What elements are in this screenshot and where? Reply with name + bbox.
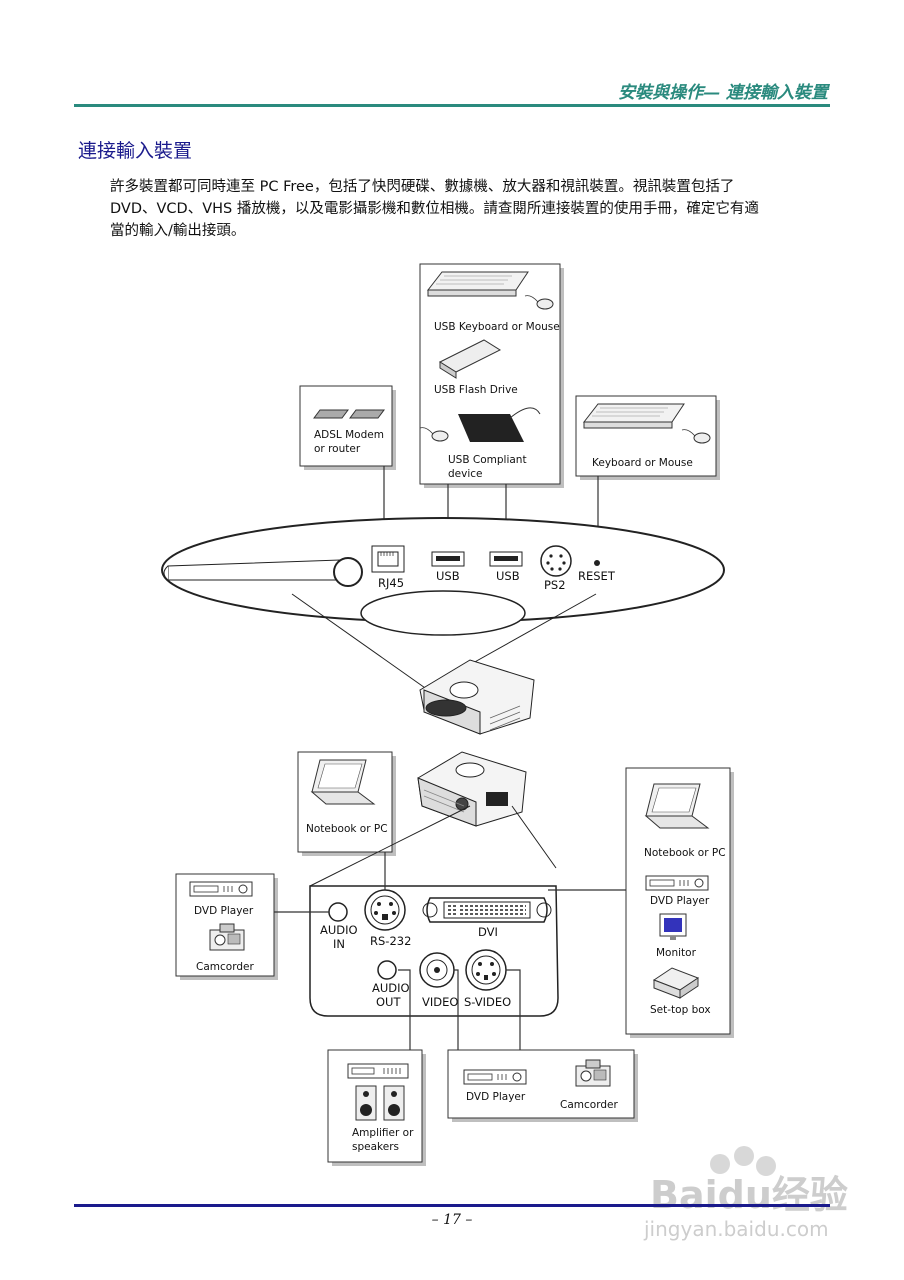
rs232-port xyxy=(365,890,405,930)
right-monitor-label: Monitor xyxy=(656,947,697,959)
watermark-brand: Baidu经验 xyxy=(650,1173,848,1217)
rs232-label: RS-232 xyxy=(370,934,411,948)
audio-out-label-1: AUDIO xyxy=(372,981,410,995)
rj45-port xyxy=(372,546,404,572)
audio-in-label-2: IN xyxy=(333,937,345,951)
adsl-label-2: or router xyxy=(314,443,361,455)
notebook-box-left: Notebook or PC xyxy=(298,752,396,856)
amplifier-label-2: speakers xyxy=(352,1141,399,1153)
amplifier-box: Amplifier or speakers xyxy=(328,1050,426,1166)
dvi-port xyxy=(423,898,551,922)
usb-compliant-label-1: USB Compliant xyxy=(448,454,527,466)
usb-devices-box: USB Keyboard or Mouse USB Flash Drive US… xyxy=(420,264,564,488)
usb-compliant-label-2: device xyxy=(448,468,483,480)
projector-top-panel: RJ45 USB USB PS2 RESET xyxy=(162,518,724,635)
amplifier-label-1: Amplifier or xyxy=(352,1127,414,1139)
monitor-icon xyxy=(660,914,686,940)
amplifier-icon xyxy=(348,1064,408,1078)
ps2-label: PS2 xyxy=(544,578,566,592)
audio-in-label-1: AUDIO xyxy=(320,923,358,937)
svideo-port xyxy=(466,950,506,990)
reset-button xyxy=(594,560,600,566)
keyboard-icon xyxy=(584,404,684,428)
right-settop-label: Set-top box xyxy=(650,1004,711,1016)
left-camcorder-label: Camcorder xyxy=(196,961,254,973)
video-devices-box: DVD Player Camcorder xyxy=(448,1050,638,1122)
dvd-player-icon xyxy=(190,882,252,896)
ps2-keyboard-box: Keyboard or Mouse xyxy=(576,396,720,480)
footer-rule xyxy=(74,1204,830,1207)
dvi-label: DVI xyxy=(478,925,498,939)
audio-out-port xyxy=(378,961,396,979)
video-port xyxy=(420,953,454,987)
reset-label: RESET xyxy=(578,569,616,583)
notebook-left-label: Notebook or PC xyxy=(306,823,388,835)
audio-in-port xyxy=(329,903,347,921)
svideo-label: S-VIDEO xyxy=(464,995,511,1009)
adsl-label-1: ADSL Modem xyxy=(314,429,384,441)
video-label: VIDEO xyxy=(422,995,458,1009)
dvd-camcorder-box-left: DVD Player Camcorder xyxy=(176,874,278,980)
projector-image-top xyxy=(420,660,534,734)
dvd-player-icon xyxy=(464,1070,526,1084)
usb-port-2 xyxy=(490,552,522,566)
right-notebook-label: Notebook or PC xyxy=(644,847,726,859)
keyboard-icon xyxy=(428,272,528,296)
projector-image-bottom xyxy=(418,752,526,826)
adsl-modem-box: ADSL Modem or router xyxy=(300,386,396,470)
right-dvd-label: DVD Player xyxy=(650,895,710,907)
usb-keyboard-label: USB Keyboard or Mouse xyxy=(434,321,560,333)
audio-out-label-2: OUT xyxy=(376,995,401,1009)
video-dvd-label: DVD Player xyxy=(466,1091,526,1103)
right-devices-box: Notebook or PC DVD Player Monitor Set-to… xyxy=(626,768,734,1038)
ps2-port xyxy=(541,546,571,576)
dvd-player-icon xyxy=(646,876,708,890)
page-number: – 17 – xyxy=(0,1212,904,1228)
usb-port-1-label: USB xyxy=(436,569,460,583)
usb-flash-label: USB Flash Drive xyxy=(434,384,518,396)
rj45-label: RJ45 xyxy=(378,576,404,590)
usb-port-1 xyxy=(432,552,464,566)
ps2-keyboard-label: Keyboard or Mouse xyxy=(592,457,693,469)
left-dvd-label: DVD Player xyxy=(194,905,254,917)
usb-port-2-label: USB xyxy=(496,569,520,583)
video-camcorder-label: Camcorder xyxy=(560,1099,618,1111)
